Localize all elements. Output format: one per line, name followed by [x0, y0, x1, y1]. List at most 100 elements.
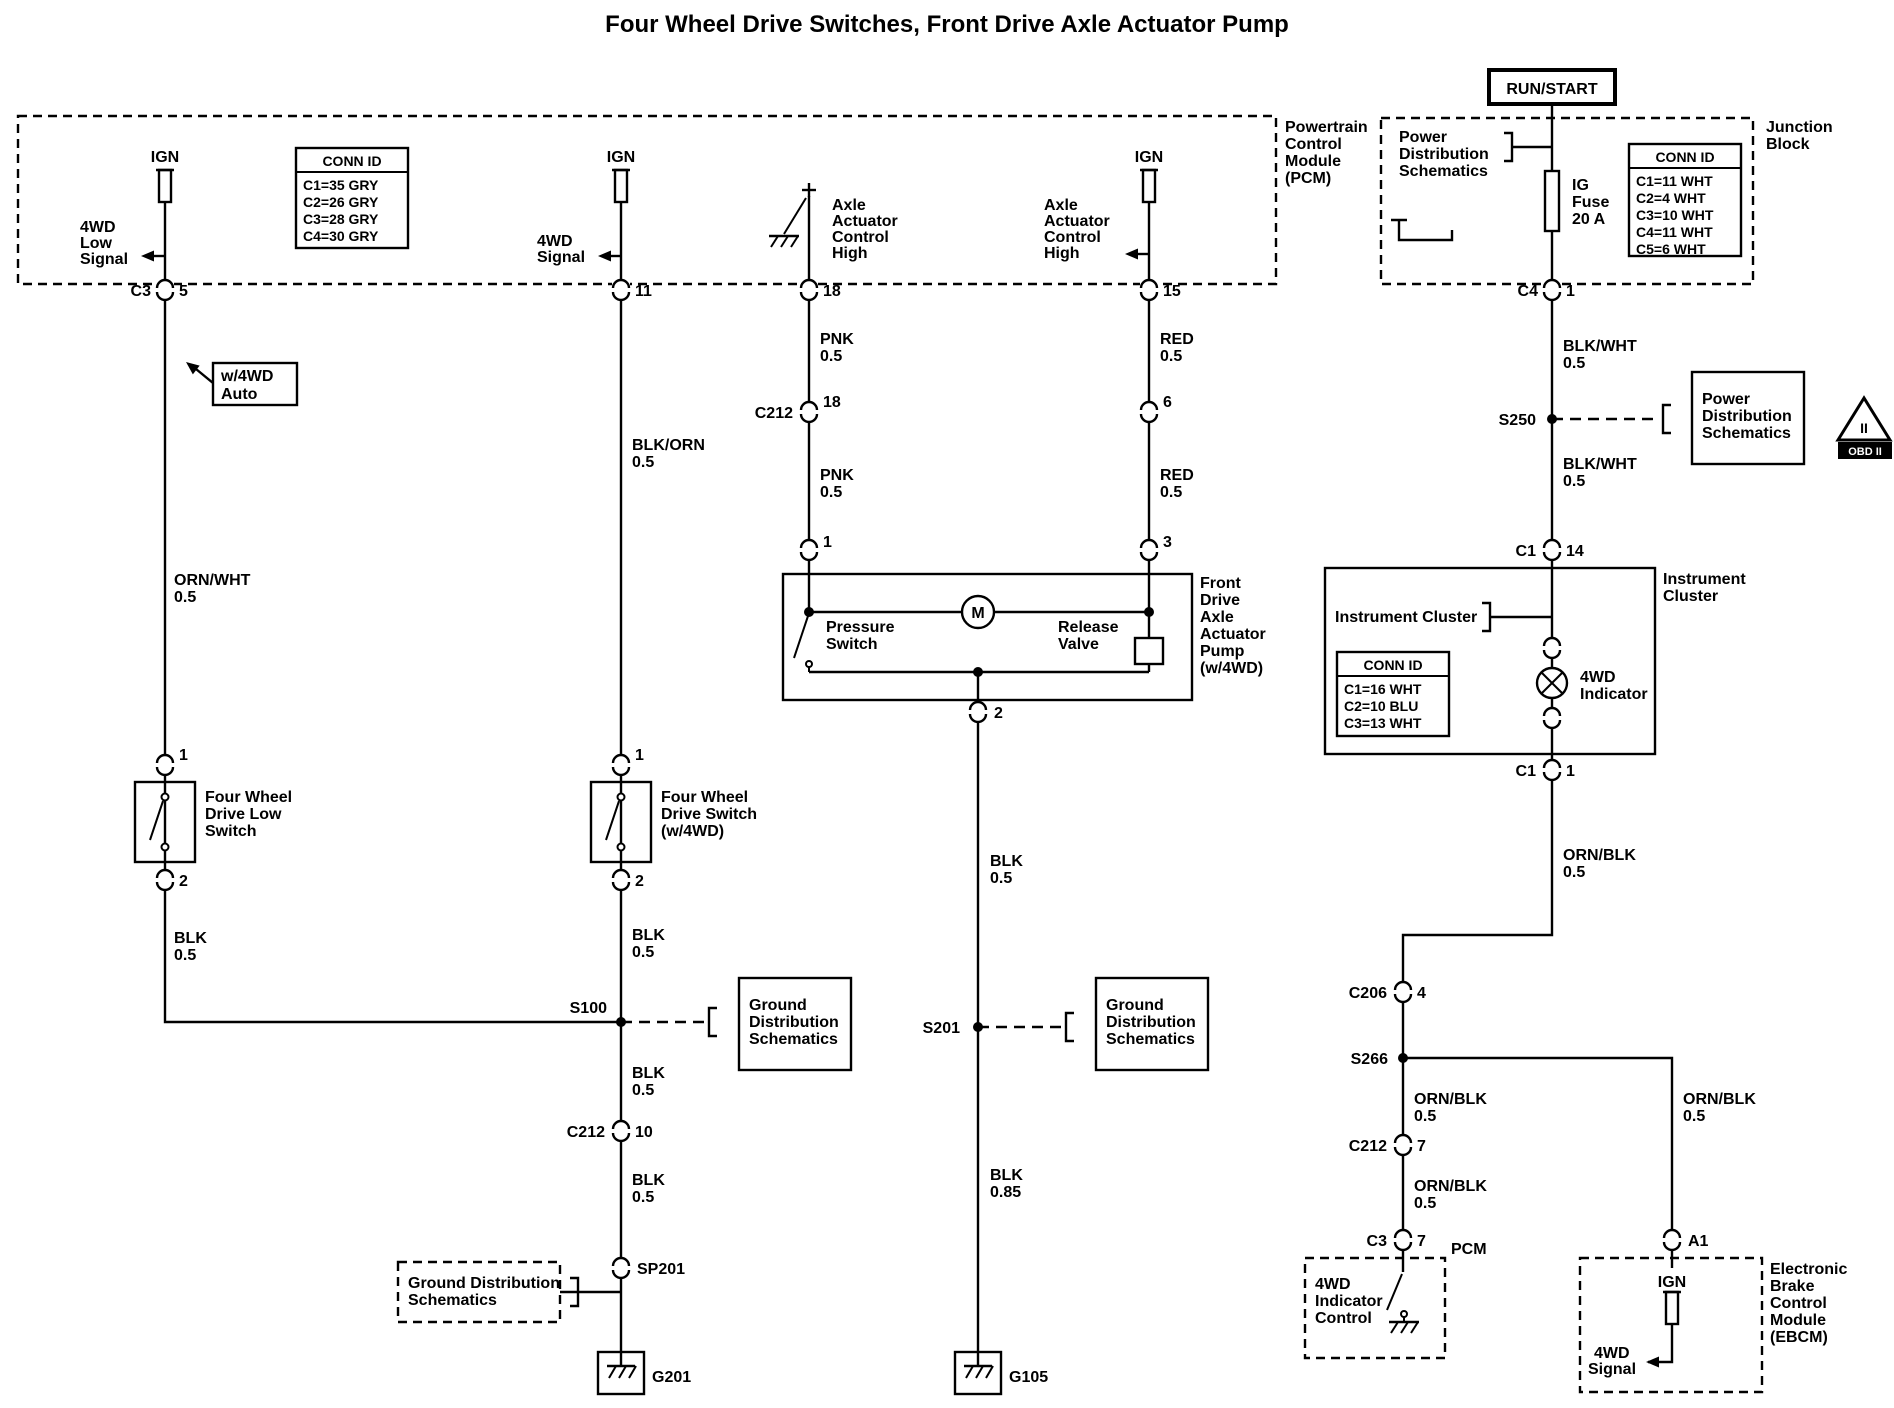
conn-id-row: C5=6 WHT — [1636, 241, 1706, 257]
indicator-control-label: Indicator — [1315, 1293, 1383, 1310]
wire-label-blk: 0.5 — [632, 944, 654, 961]
pump-label: (w/4WD) — [1200, 660, 1263, 677]
pump-label: Axle — [1200, 609, 1234, 626]
ign-fuse-1 — [154, 168, 176, 204]
pressure-switch-label: Pressure — [826, 619, 895, 636]
obd-ii-label: OBD II — [1848, 446, 1882, 458]
power-dist-ref-box — [1690, 370, 1806, 466]
wire-label-blk-wht: BLK/WHT — [1563, 456, 1637, 473]
fwd-low-switch-label: Drive Low — [205, 806, 282, 823]
pin-number: 4 — [1417, 985, 1426, 1002]
axle-actuator-high-label-2: High — [1044, 245, 1080, 262]
conn-id-table-pcm — [294, 146, 410, 250]
ground-g201-symbol — [596, 1350, 646, 1396]
conn-id-row: C1=35 GRY — [303, 177, 379, 193]
splice-label-s201: S201 — [923, 1020, 960, 1037]
pcm-module-box — [16, 114, 1278, 286]
pin-number: 7 — [1417, 1233, 1426, 1250]
pump-label: Front — [1200, 575, 1242, 592]
conn-id-row: C4=30 GRY — [303, 228, 379, 244]
wire-label-blk: 0.5 — [990, 870, 1012, 887]
conn-id-row: C2=26 GRY — [303, 194, 379, 210]
wire-label-orn-blk: ORN/BLK — [1414, 1178, 1487, 1195]
wire-label-blk: BLK — [174, 930, 207, 947]
ig-fuse-label: 20 A — [1572, 211, 1606, 228]
power-dist-ref-label: Schematics — [1702, 425, 1791, 442]
ground-dist-ref-box-1 — [737, 976, 853, 1072]
pin-number: 18 — [823, 394, 841, 411]
ebcm-4wd-signal-label: 4WD — [1594, 1345, 1630, 1362]
run-start-label: RUN/START — [1506, 81, 1597, 98]
motor-symbol — [960, 594, 996, 630]
pcm-ref-label: PCM — [1451, 1241, 1487, 1258]
fwd-switch-label: (w/4WD) — [661, 823, 724, 840]
4wd-indicator-label: 4WD — [1580, 669, 1616, 686]
conn-id-header-pcm: CONN ID — [322, 153, 381, 169]
fwd-low-switch-label: Four Wheel — [205, 789, 292, 806]
wire-label-blk-orn: 0.5 — [632, 454, 654, 471]
4wd-indicator-label: Indicator — [1580, 686, 1648, 703]
wire-label-blk-085: 0.85 — [990, 1184, 1021, 1201]
axle-actuator-high-label-1: Axle — [832, 197, 866, 214]
wire-label-blk-wht: 0.5 — [1563, 355, 1585, 372]
ground-dist-ref-box-2 — [1094, 976, 1210, 1072]
connector-label-c206: C206 — [1349, 985, 1387, 1002]
fwd-switch-label: Drive Switch — [661, 806, 757, 823]
conn-id-table-cluster — [1335, 650, 1451, 738]
pin-number: 15 — [1163, 283, 1181, 300]
ground-dist-inline-label: Ground Distribution — [408, 1275, 560, 1292]
conn-id-row: C2=4 WHT — [1636, 190, 1706, 206]
wire-label-orn-blk: ORN/BLK — [1683, 1091, 1756, 1108]
splice-label-s100: S100 — [570, 1000, 607, 1017]
power-dist-ref-label: Distribution — [1702, 408, 1792, 425]
obd-ii-mark: II — [1860, 420, 1868, 436]
wire-label-blk-085: BLK — [990, 1167, 1023, 1184]
ground-dist-inline-box — [396, 1260, 562, 1324]
pin-number: 2 — [635, 873, 644, 890]
pin-number: 7 — [1417, 1138, 1426, 1155]
pcm-label: Powertrain — [1285, 119, 1368, 136]
conn-id-row: C1=16 WHT — [1344, 681, 1422, 697]
wire-label-blk: 0.5 — [632, 1082, 654, 1099]
ign-fuse-ebcm — [1661, 1290, 1683, 1326]
motor-label: M — [971, 605, 984, 622]
indicator-control-label: 4WD — [1315, 1276, 1351, 1293]
conn-id-row: C2=10 BLU — [1344, 698, 1418, 714]
fwd-low-switch-label: Switch — [205, 823, 257, 840]
wire-label-blk: BLK — [632, 927, 665, 944]
wire-label-blk: BLK — [632, 1065, 665, 1082]
wire-label-blk-wht: 0.5 — [1563, 473, 1585, 490]
pcm-label: Control — [1285, 136, 1342, 153]
cluster-label: Instrument — [1663, 571, 1746, 588]
wire-label-pnk: PNK — [820, 467, 854, 484]
wire-label-pnk: 0.5 — [820, 484, 842, 501]
wire-label-orn-blk: 0.5 — [1563, 864, 1585, 881]
conn-id-header-jb: CONN ID — [1655, 149, 1714, 165]
pin-number: 1 — [1566, 283, 1575, 300]
ground-label-g201: G201 — [652, 1369, 691, 1386]
conn-id-header-cluster: CONN ID — [1363, 657, 1422, 673]
axle-actuator-high-label-1: High — [832, 245, 868, 262]
release-valve-label: Release — [1058, 619, 1119, 636]
4wd-indicator-lamp — [1535, 666, 1569, 700]
splice-label-sp201: SP201 — [637, 1261, 685, 1278]
wire-label-orn-blk: ORN/BLK — [1414, 1091, 1487, 1108]
w4wd-auto-label: Auto — [221, 386, 258, 403]
connector-label-c3: C3 — [131, 283, 152, 300]
wire-label-blk: 0.5 — [174, 947, 196, 964]
pin-number: 11 — [635, 283, 652, 300]
junction-block-label: Block — [1766, 136, 1810, 153]
pin-number: 1 — [1566, 763, 1575, 780]
wire-label-red: 0.5 — [1160, 348, 1182, 365]
ground-dist-ref-label: Ground — [1106, 997, 1164, 1014]
connector-label-c1: C1 — [1516, 543, 1537, 560]
ground-dist-ref-label: Ground — [749, 997, 807, 1014]
wire-label-orn-blk: ORN/BLK — [1563, 847, 1636, 864]
conn-id-row: C3=13 WHT — [1344, 715, 1422, 731]
wire-label-blk: BLK — [632, 1172, 665, 1189]
ign-fuse-3 — [1138, 168, 1160, 204]
wire-label-orn-blk: 0.5 — [1414, 1195, 1436, 1212]
pcm-label: (PCM) — [1285, 170, 1331, 187]
indicator-control-switch-symbol — [1386, 1273, 1421, 1335]
pin-number: 1 — [635, 747, 644, 764]
